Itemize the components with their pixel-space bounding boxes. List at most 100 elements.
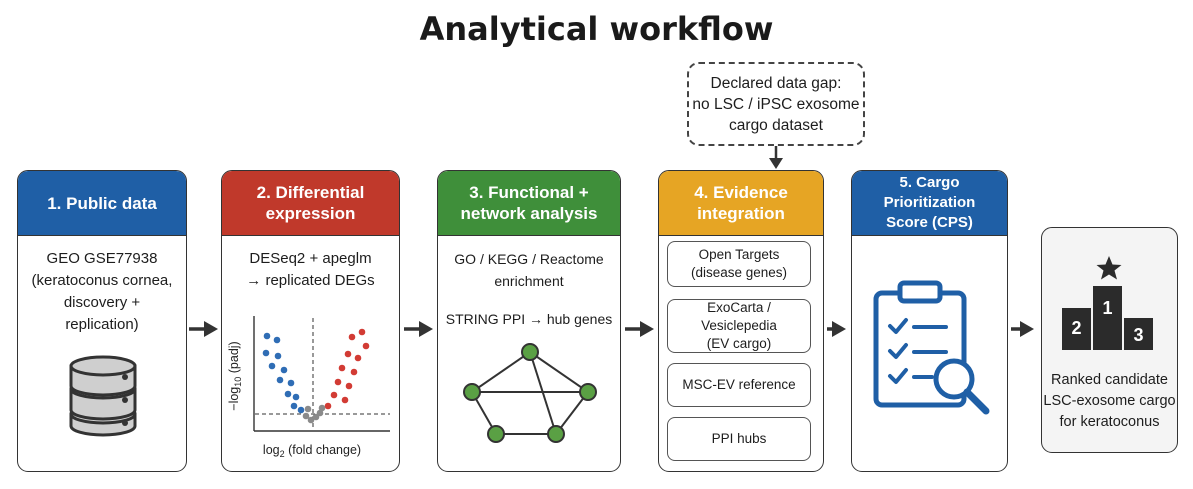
volcano-dot [262,349,270,357]
evidence-line: MSC-EV reference [682,377,796,392]
volcano-dot [362,342,370,350]
podium-rank-2: 2 [1071,318,1081,338]
volcano-dot [348,333,356,341]
data-gap-line: cargo dataset [729,116,823,134]
evidence-box-exocarta: ExoCarta / Vesiclepedia (EV cargo) [667,299,811,353]
step-card-differential-expression: 2. Differential expression DESeq2 + apeg… [221,170,400,472]
volcano-y-label: −log10 (padj) [227,341,243,410]
evidence-line: Open Targets [698,247,780,262]
step-header: 2. Differential expression [222,171,399,236]
volcano-dot [341,396,349,404]
step-title: Score (CPS) [886,214,973,231]
volcano-x-label: log2 (fold change) [263,443,361,459]
volcano-dot [290,402,298,410]
step-text-line: enrichment [494,273,564,289]
evidence-line: ExoCarta / Vesiclepedia [701,300,777,333]
volcano-dot [268,362,276,370]
volcano-dot [276,376,284,384]
volcano-dot [312,413,320,421]
volcano-dot [330,391,338,399]
step-text-line: → replicated DEGs [246,272,375,289]
evidence-line: (disease genes) [690,265,788,280]
volcano-plot: −log10 (padj) log2 (fold change) [227,316,390,459]
step-card-cargo-prioritization: 5. Cargo Prioritization Score (CPS) [851,170,1008,472]
step-header: 3. Functional + network analysis [438,171,620,236]
evidence-box-msc-ev: MSC-EV reference [667,363,811,407]
volcano-dot [263,332,271,340]
flow-arrow-5 [1011,321,1034,337]
volcano-dot [284,390,292,398]
volcano-dot [318,404,326,412]
evidence-line: PPI hubs [711,431,767,446]
result-description: Ranked candidate LSC-exosome cargo for k… [1042,370,1177,433]
volcano-dot [302,412,310,420]
flow-arrow-4 [827,321,846,337]
database-icon [69,355,137,437]
volcano-dot [338,364,346,372]
result-line: Ranked candidate [1051,372,1168,388]
step-text-line: replication) [65,316,139,333]
volcano-dot [304,405,312,413]
podium-rank-1: 1 [1102,298,1112,318]
gap-arrow [769,146,783,169]
volcano-dot [316,409,324,417]
evidence-box-ppi-hubs: PPI hubs [667,417,811,461]
volcano-dot [280,366,288,374]
step-title: 2. Differential [256,183,365,202]
flow-arrow-1 [189,321,218,337]
step-header: 5. Cargo Prioritization Score (CPS) [852,171,1007,236]
step-card-public-data: 1. Public data GEO GSE77938 (keratoconus… [17,170,187,472]
volcano-dot [344,350,352,358]
step-card-functional-network: 3. Functional + network analysis GO / KE… [437,170,621,472]
step-title: integration [697,204,785,223]
step-title: 5. Cargo Prioritization [883,174,976,211]
step-title: network analysis [460,204,598,223]
volcano-dot [358,328,366,336]
data-gap-line: no LSC / iPSC exosome [692,95,860,113]
volcano-dot [334,378,342,386]
step-header: 1. Public data [18,171,186,236]
step-description: GO / KEGG / Reactome enrichment STRING P… [438,248,620,330]
volcano-dot [350,368,358,376]
step-title: 3. Functional + [469,183,589,202]
volcano-dot [307,416,315,424]
step-title: expression [265,204,356,223]
podium-rank-3: 3 [1133,325,1143,345]
evidence-line: (EV cargo) [706,336,772,351]
clipboard-search-icon [873,280,990,415]
volcano-dot [297,406,305,414]
volcano-dot [273,336,281,344]
volcano-dot [324,402,332,410]
step-text-line: GEO GSE77938 [46,250,158,267]
star-icon [1096,256,1122,280]
result-line: LSC-exosome cargo [1043,393,1176,409]
volcano-dot [345,382,353,390]
volcano-dot [354,354,362,362]
step-description: GEO GSE77938 (keratoconus cornea, discov… [18,248,186,336]
volcano-dot [287,379,295,387]
step-card-evidence-integration: 4. Evidence integration Open Targets (di… [658,170,824,472]
step-title: 4. Evidence [694,183,788,202]
step-text-line: STRING PPI → hub genes [445,311,613,327]
flow-arrow-2 [404,321,433,337]
spacer [438,292,620,308]
flow-arrow-3 [625,321,654,337]
volcano-dot [274,352,282,360]
diagram-title: Analytical workflow [419,10,774,48]
step-text-line: discovery + [63,294,141,311]
step-description: DESeq2 + apeglm → replicated DEGs [222,248,399,292]
volcano-dot [292,393,300,401]
result-line: for keratoconus [1059,414,1160,430]
result-card: 2 1 3 Ranked candidate LSC-exosome cargo… [1041,227,1178,453]
step-text-line: (keratoconus cornea, [31,272,173,289]
podium-icon: 2 1 3 [1062,256,1153,350]
step-title: 1. Public data [47,193,157,213]
data-gap-line: Declared data gap: [710,74,842,92]
step-header: 4. Evidence integration [659,171,823,236]
step-text-line: GO / KEGG / Reactome [454,251,604,267]
data-gap-callout: Declared data gap: no LSC / iPSC exosome… [687,62,865,146]
evidence-box-open-targets: Open Targets (disease genes) [667,241,811,287]
network-icon [463,343,597,443]
step-text-line: DESeq2 + apeglm [249,250,372,267]
